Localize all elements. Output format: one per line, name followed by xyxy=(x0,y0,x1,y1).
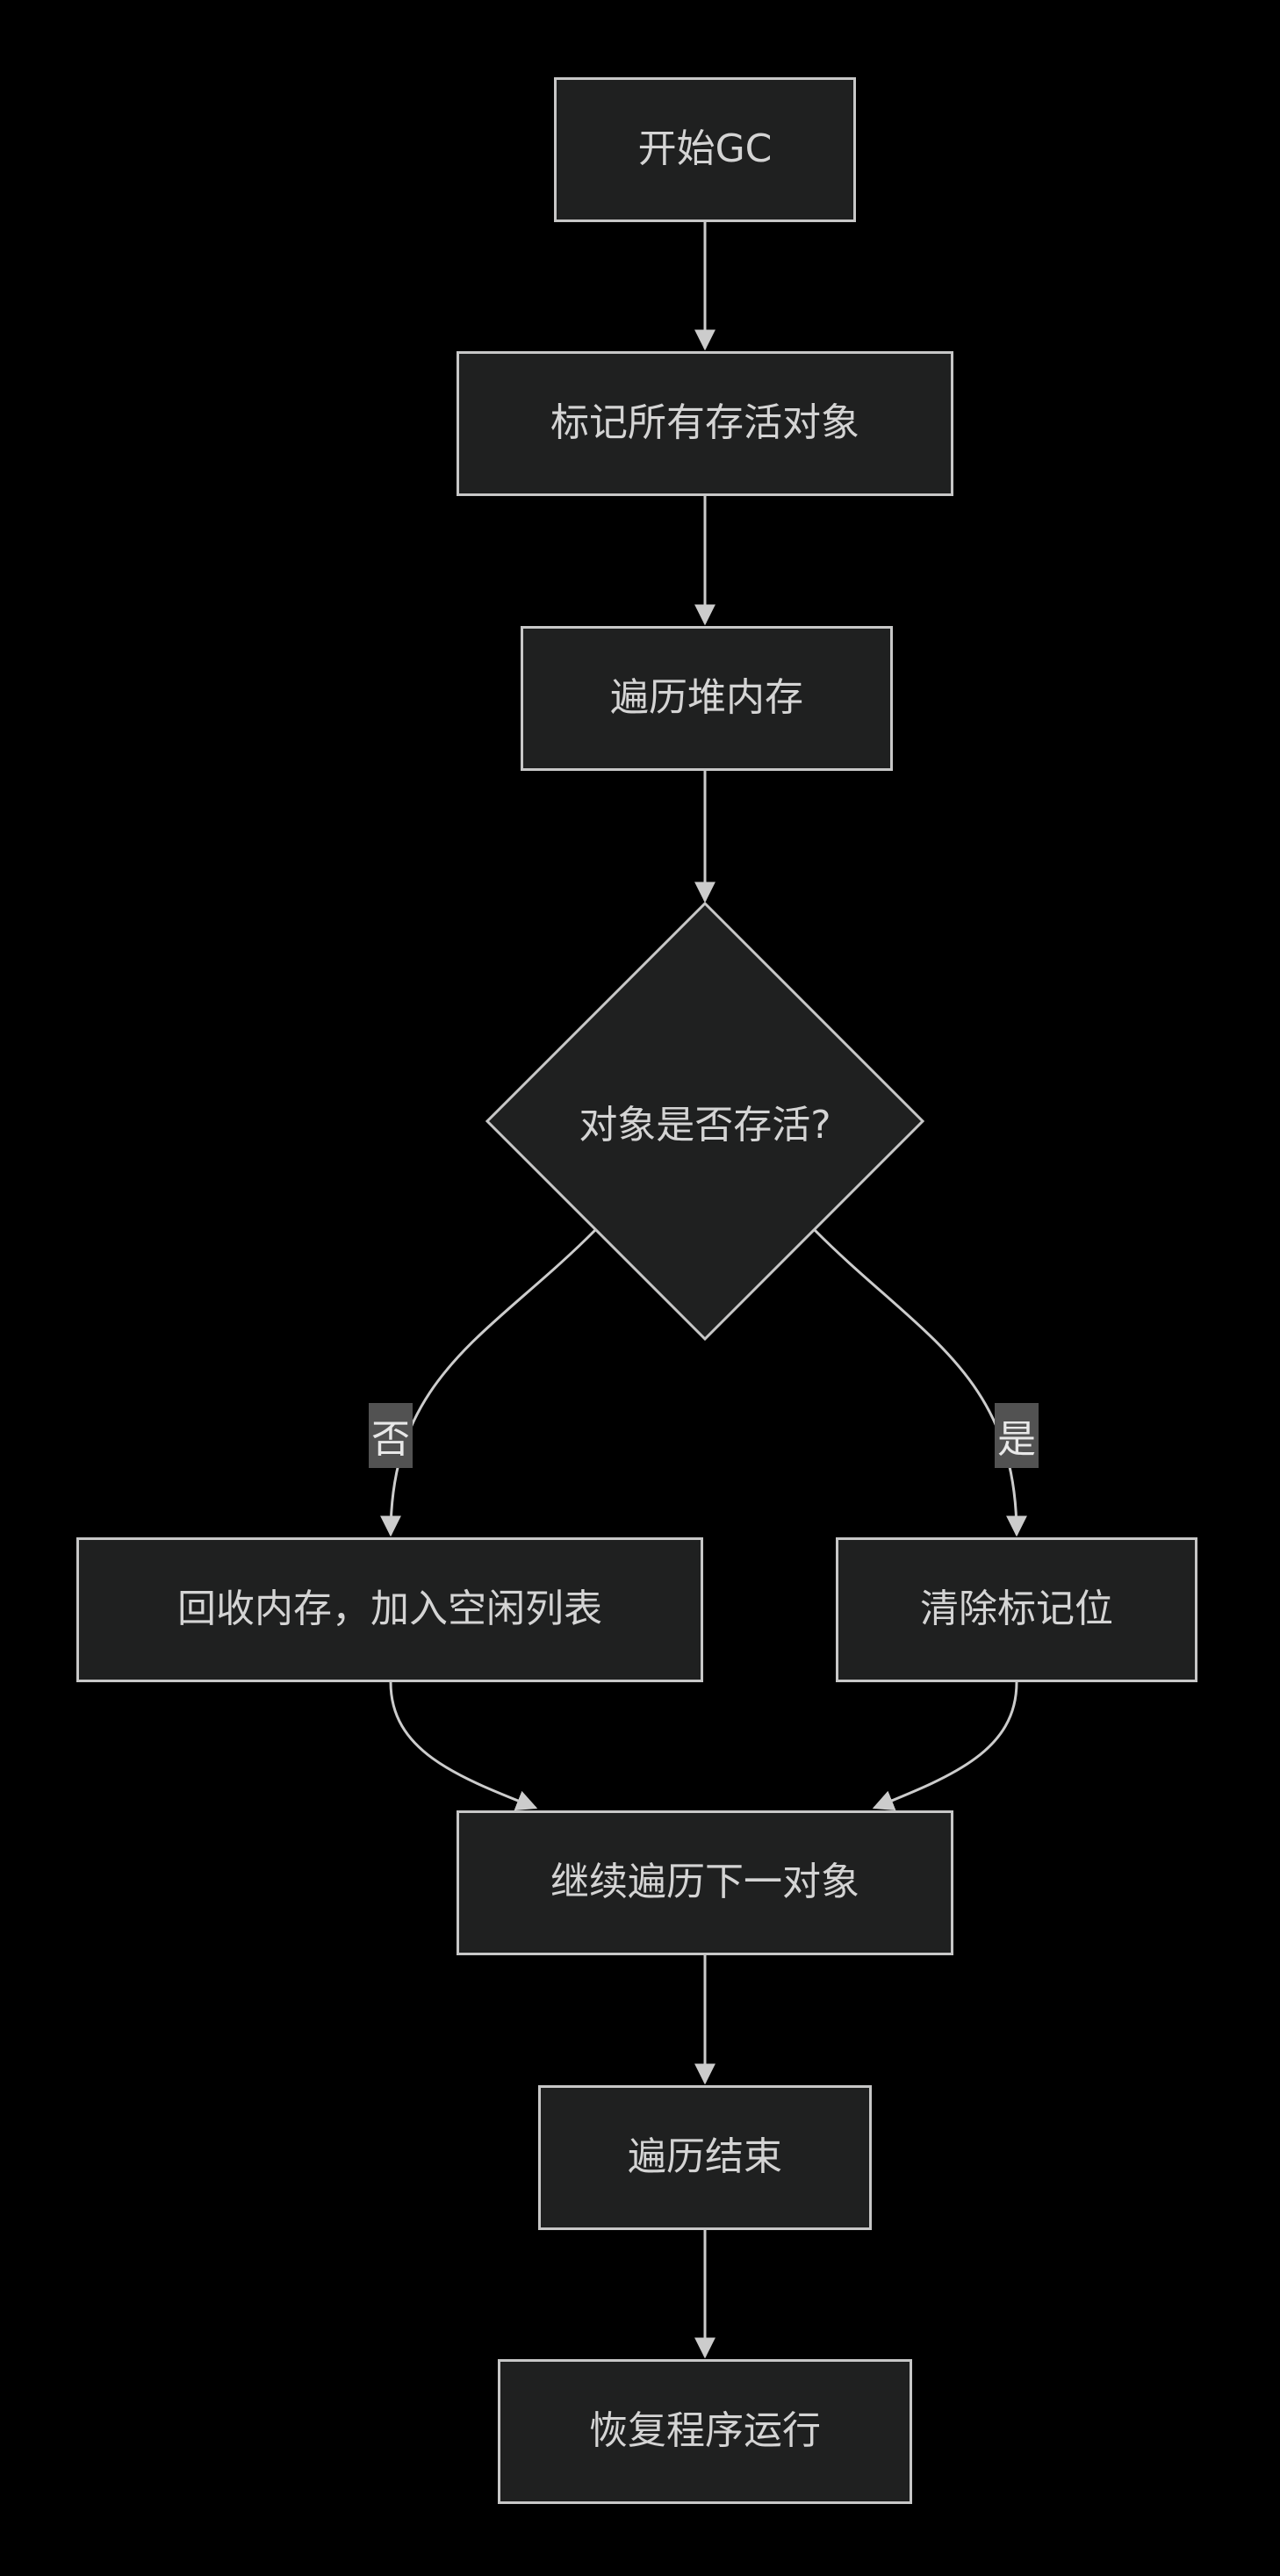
node-start-gc: 开始GC xyxy=(554,77,856,222)
node-continue-next-object-label: 继续遍历下一对象 xyxy=(550,1860,859,1905)
node-resume-program: 恢复程序运行 xyxy=(498,2359,912,2504)
node-traversal-end: 遍历结束 xyxy=(538,2085,872,2230)
node-resume-program-label: 恢复程序运行 xyxy=(589,2408,821,2454)
node-traverse-heap-label: 遍历堆内存 xyxy=(610,675,803,721)
node-reclaim-memory-label: 回收内存，加入空闲列表 xyxy=(177,1587,602,1632)
edge-label-no: 否 xyxy=(369,1403,413,1468)
node-clear-mark-bit-label: 清除标记位 xyxy=(920,1587,1113,1632)
node-mark-live-objects-label: 标记所有存活对象 xyxy=(550,400,859,446)
edge-reclaim-to-next xyxy=(389,1681,538,1811)
node-start-gc-label: 开始GC xyxy=(637,126,773,172)
edge-clear-to-next xyxy=(872,1681,1018,1810)
node-decision-label: 对象是否存活? xyxy=(579,1103,831,1148)
node-continue-next-object: 继续遍历下一对象 xyxy=(457,1810,953,1955)
edge-label-yes: 是 xyxy=(995,1403,1039,1468)
node-clear-mark-bit: 清除标记位 xyxy=(836,1537,1197,1682)
edge-decision-to-reclaim xyxy=(380,1228,597,1537)
node-traverse-heap: 遍历堆内存 xyxy=(521,626,893,771)
node-traversal-end-label: 遍历结束 xyxy=(628,2134,782,2180)
node-decision-shape xyxy=(485,901,925,1342)
node-mark-live-objects: 标记所有存活对象 xyxy=(457,351,953,496)
node-reclaim-memory: 回收内存，加入空闲列表 xyxy=(76,1537,703,1682)
edge-decision-to-clear xyxy=(813,1228,1027,1537)
